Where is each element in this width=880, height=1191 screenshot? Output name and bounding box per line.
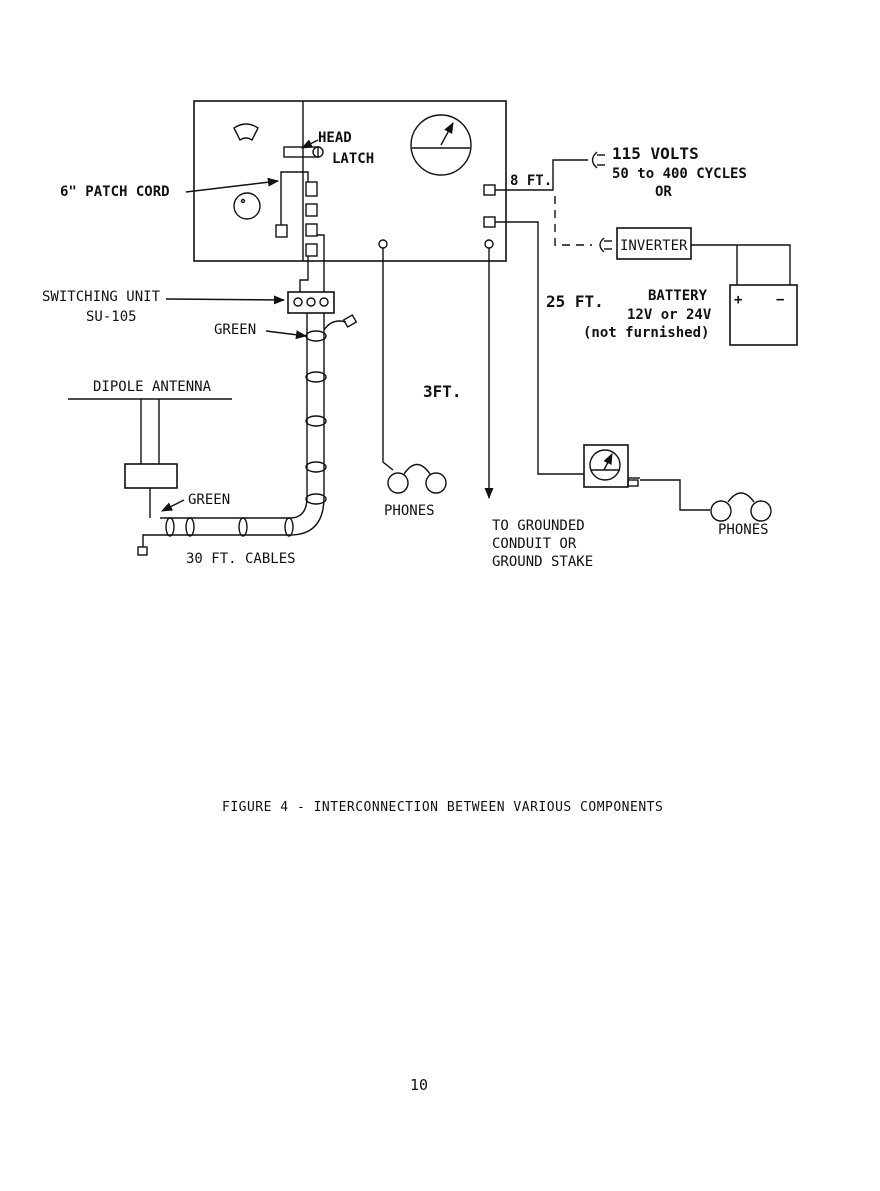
power-jack (483, 184, 496, 196)
battery-label-1: BATTERY (648, 288, 708, 304)
antenna-cable-bundle (137, 313, 358, 556)
head-latch-label-1: HEAD (318, 130, 352, 146)
phones-terminal (378, 239, 388, 249)
patch-cord-label: 6" PATCH CORD (60, 184, 170, 200)
power-label-2: 50 to 400 CYCLES (612, 166, 747, 182)
battery-label-3: (not furnished) (583, 325, 709, 341)
remote-phones-cable (640, 479, 710, 511)
remote-cable-label: 25 FT. (546, 292, 604, 311)
cables-30-label: 30 FT. CABLES (186, 551, 296, 567)
remote-jack (483, 216, 496, 228)
inverter-alt-path (554, 196, 592, 246)
ground-label-1: TO GROUNDED (492, 518, 585, 534)
inverter-label: INVERTER (620, 238, 688, 254)
ac-plug-icon (591, 151, 605, 169)
battery-minus: − (776, 292, 784, 308)
green-label-bottom: GREEN (188, 492, 230, 508)
remote-meter (583, 444, 640, 488)
figure-caption: FIGURE 4 - INTERCONNECTION BETWEEN VARIO… (222, 800, 663, 815)
phones-left-label: PHONES (384, 503, 435, 519)
green-label-top: GREEN (214, 322, 256, 338)
phones-right-icon (710, 492, 772, 522)
dipole-label: DIPOLE ANTENNA (93, 379, 212, 395)
receiver-unit (193, 100, 507, 262)
power-label-1: 115 VOLTS (612, 144, 699, 163)
switching-unit-box (287, 291, 335, 314)
cable-3-label: 3FT. (423, 382, 462, 401)
inverter-plug-icon (599, 237, 612, 253)
power-cable (495, 159, 588, 191)
page-number: 10 (410, 1076, 428, 1094)
inverter-box (616, 227, 692, 260)
switching-label-1: SWITCHING UNIT (42, 289, 161, 305)
battery-label-2: 12V or 24V (627, 307, 712, 323)
ground-terminal (484, 239, 494, 249)
ground-label-2: CONDUIT OR (492, 536, 577, 552)
power-label-3: OR (655, 184, 672, 200)
main-meter (410, 114, 472, 176)
phones-cable (382, 248, 394, 471)
ground-label-3: GROUND STAKE (492, 554, 593, 570)
remote-cable (495, 221, 584, 475)
switching-label-2: SU-105 (86, 309, 137, 325)
phones-right-label: PHONES (718, 522, 769, 538)
battery-box (729, 284, 798, 346)
head-latch-label-2: LATCH (332, 151, 374, 167)
meter-window (233, 123, 259, 142)
battery-plus: + (734, 292, 742, 308)
phones-left-icon (387, 463, 447, 494)
power-cable-label: 8 FT. (510, 173, 552, 189)
tuning-knob (233, 192, 261, 220)
antenna-balun-box (124, 463, 178, 489)
patch-cord (280, 171, 309, 225)
